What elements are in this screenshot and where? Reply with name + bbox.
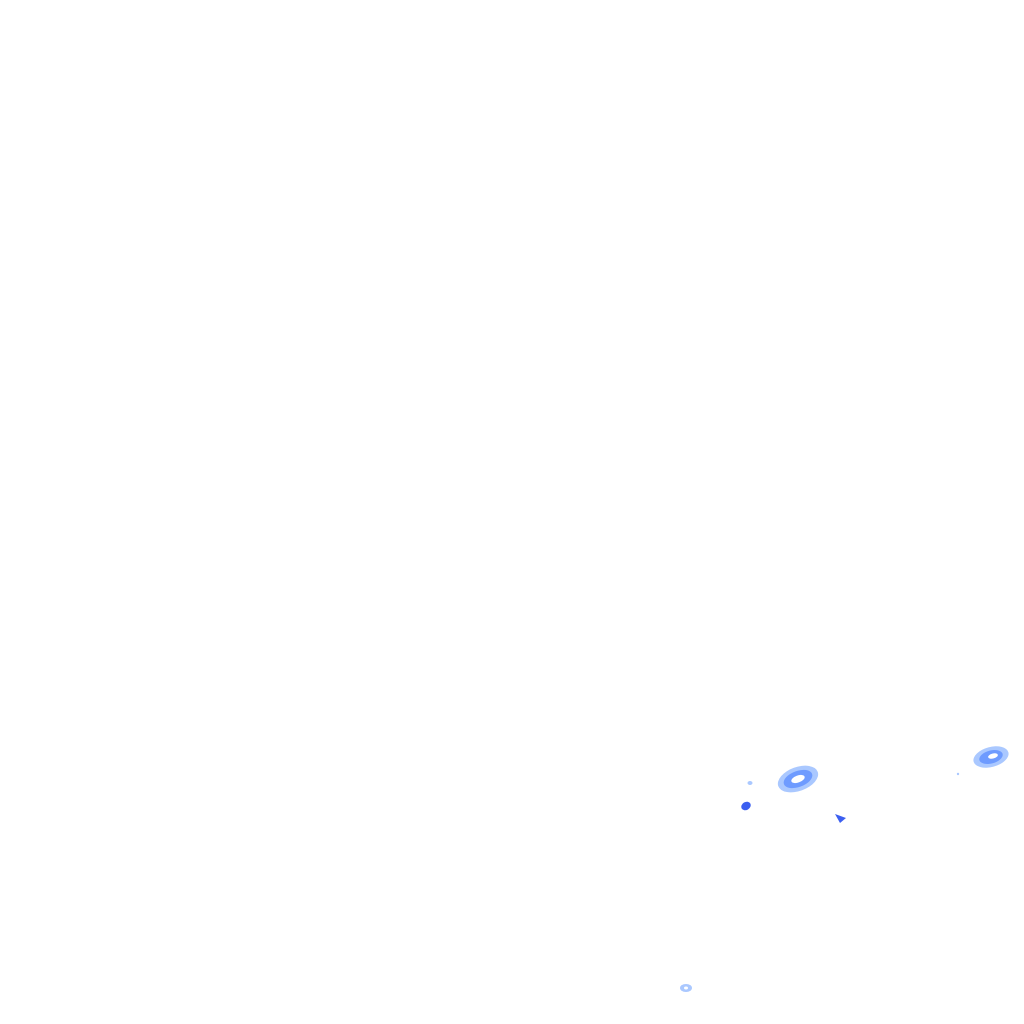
radar-echo-cell-4 bbox=[835, 814, 846, 823]
radar-echo-cell-6 bbox=[956, 772, 960, 776]
radar-echo-cell-3 bbox=[741, 781, 753, 811]
radar-echo-cell-2 bbox=[973, 746, 1009, 768]
radar-echo-cell-1 bbox=[777, 765, 819, 793]
radar-echo-cell-5 bbox=[680, 984, 692, 992]
